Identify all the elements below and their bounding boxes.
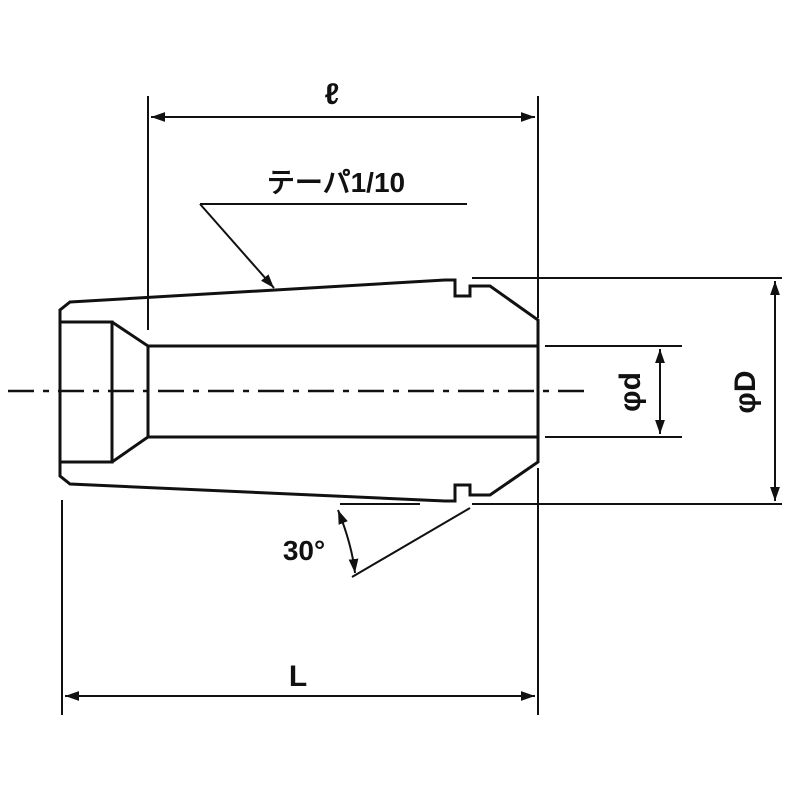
taper-length-label: ℓ <box>325 78 340 111</box>
outer-diameter-label: φD <box>729 370 762 413</box>
taper-note-leader <box>199 203 467 289</box>
extension-lines <box>61 96 782 715</box>
angle-dimension <box>337 503 471 578</box>
taper-note-label: テーパ1/10 <box>267 167 405 198</box>
total-length-label: L <box>289 660 307 693</box>
collet-outline <box>58 278 540 503</box>
bore-diameter-label: φd <box>614 372 647 412</box>
angle-label: 30° <box>283 535 325 566</box>
